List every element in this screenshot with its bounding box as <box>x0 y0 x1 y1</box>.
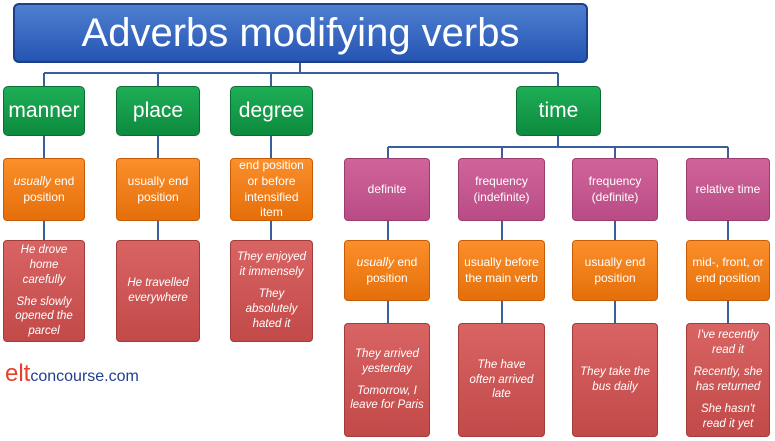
example-sentence: He drove home carefully <box>20 243 68 286</box>
time-position-definite: usually end position <box>344 240 430 301</box>
example-sentence: She hasn't read it yet <box>701 402 755 430</box>
diagram-title: Adverbs modifying verbs <box>13 3 588 63</box>
position-manner-text: usually end position <box>13 173 75 204</box>
example-sentence: They arrived yesterday <box>355 347 419 375</box>
time-position-definite-text: usually end position <box>356 254 418 285</box>
position-place: usually end position <box>116 158 200 221</box>
category-manner: manner <box>3 86 85 136</box>
time-type-frequency-indefinite: frequency (indefinite) <box>458 158 545 221</box>
example-sentence: They take the bus daily <box>580 366 650 393</box>
category-place: place <box>116 86 200 136</box>
time-example-frequency-definite: They take the bus daily <box>572 323 658 437</box>
example-place: He travelled everywhere <box>116 240 200 342</box>
time-example-relative: I've recently read it Recently, she has … <box>686 323 770 437</box>
example-degree: They enjoyed it immensely They absolutel… <box>230 240 313 342</box>
example-sentence: They absolutely hated it <box>245 288 298 330</box>
example-sentence: I've recently read it <box>697 329 759 357</box>
example-sentence: She slowly opened the parcel <box>15 295 73 338</box>
time-position-frequency-definite: usually end position <box>572 240 658 301</box>
position-manner: usually end position <box>3 158 85 221</box>
example-sentence: Recently, she has returned <box>693 366 763 393</box>
category-degree: degree <box>230 86 313 136</box>
example-sentence: Tomorrow, I leave for Paris <box>350 384 424 412</box>
time-example-frequency-indefinite: The have often arrived late <box>458 323 545 437</box>
example-sentence: The have often arrived late <box>469 358 534 401</box>
example-manner: He drove home carefully She slowly opene… <box>3 240 85 342</box>
example-sentence: They enjoyed it immensely <box>236 251 307 279</box>
time-type-definite: definite <box>344 158 430 221</box>
time-position-frequency-indefinite: usually before the main verb <box>458 240 545 301</box>
example-sentence: He travelled everywhere <box>127 277 189 304</box>
time-type-relative: relative time <box>686 158 770 221</box>
time-position-relative: mid-, front, or end position <box>686 240 770 301</box>
position-degree: end position or before intensified item <box>230 158 313 221</box>
category-time: time <box>516 86 601 136</box>
site-logo: eltconcourse.com <box>5 360 139 387</box>
time-example-definite: They arrived yesterday Tomorrow, I leave… <box>344 323 430 437</box>
time-type-frequency-definite: frequency (definite) <box>572 158 658 221</box>
